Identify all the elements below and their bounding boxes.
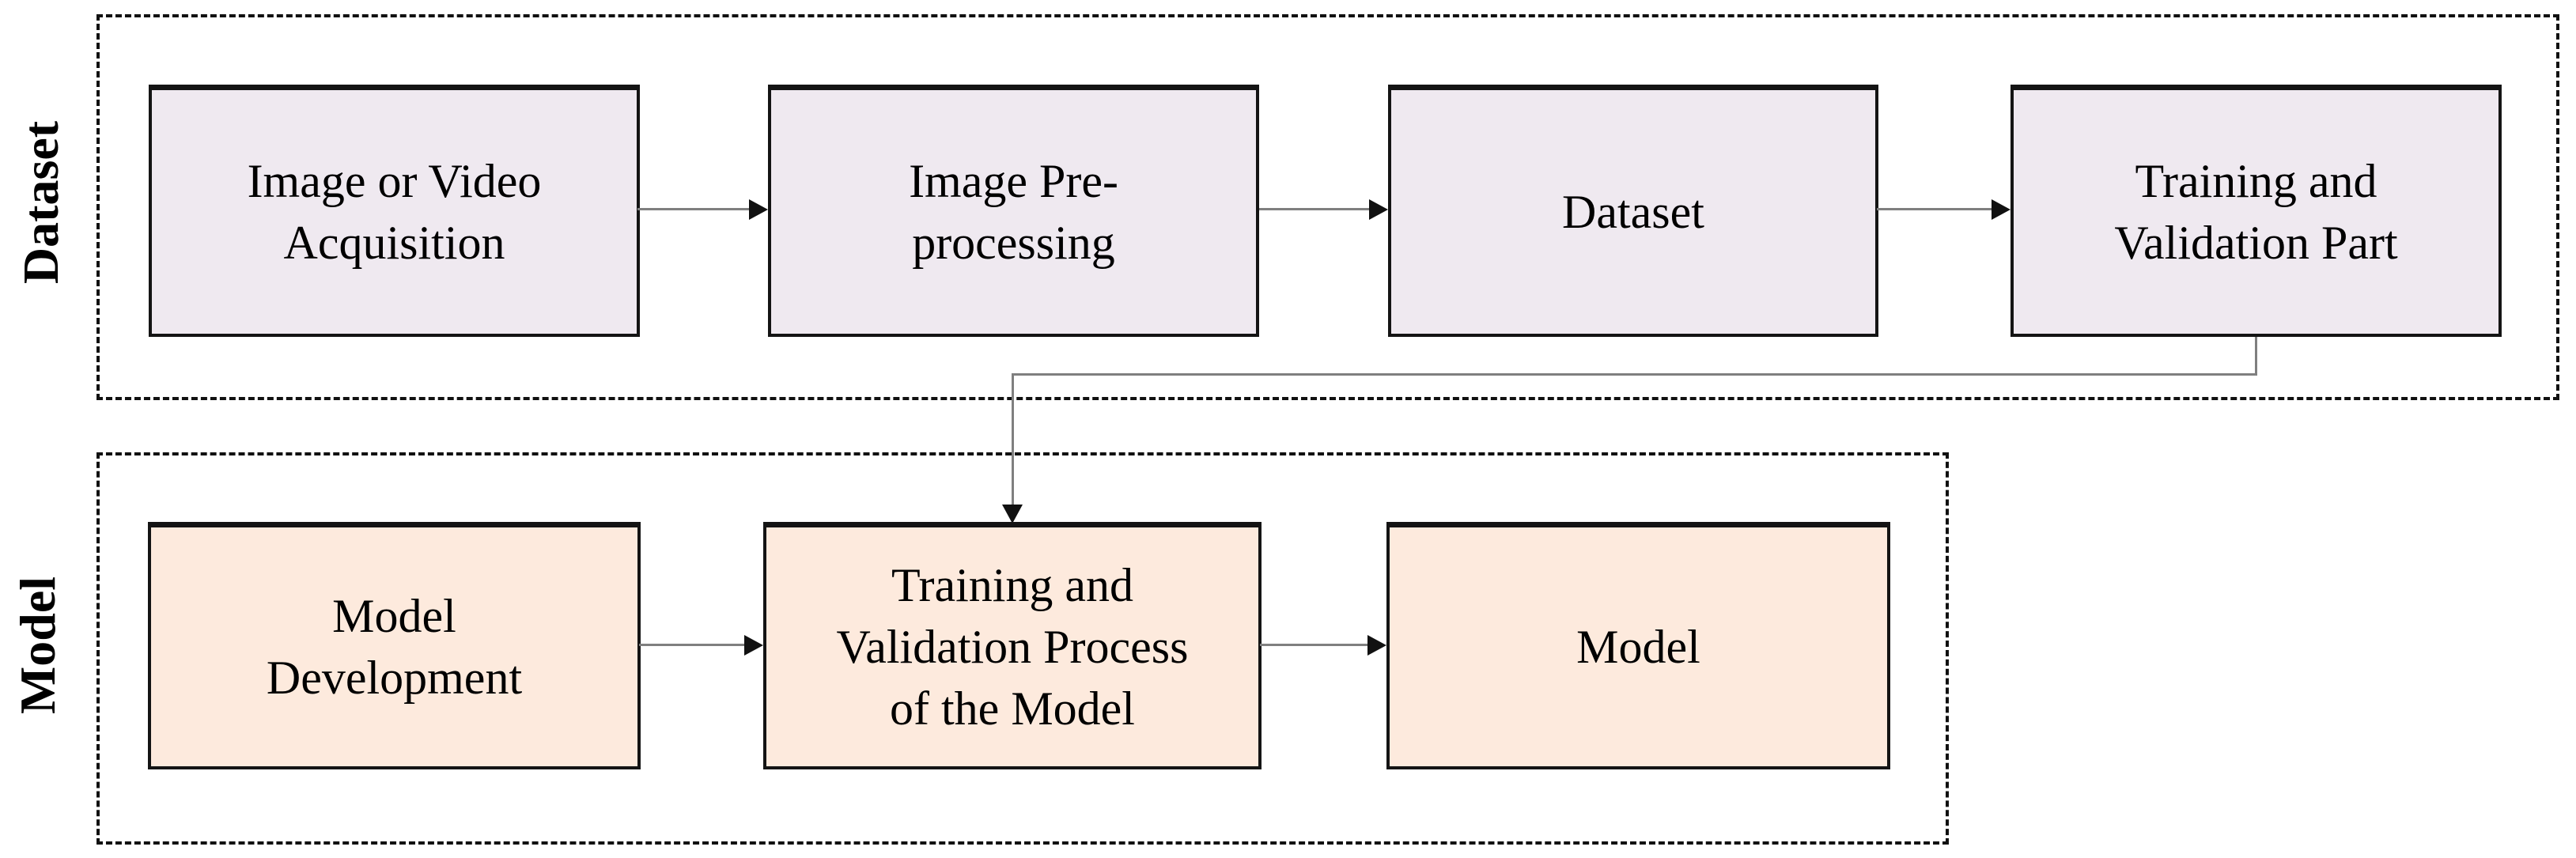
node-model: Model xyxy=(1386,522,1890,769)
flow-arrow-line xyxy=(1259,208,1371,210)
flow-arrow-line xyxy=(1877,208,1993,210)
node-label: Model Development xyxy=(266,590,523,704)
connector-line xyxy=(1012,373,1014,506)
arrow-right-icon xyxy=(1367,635,1386,656)
dataset-section-label: Dataset xyxy=(13,120,69,285)
node-dataset: Dataset xyxy=(1388,85,1878,337)
arrow-down-icon xyxy=(1002,505,1023,523)
node-label: Training and Validation Part xyxy=(2114,155,2398,269)
node-image-or-video-acquisition: Image or Video Acquisition xyxy=(149,85,640,337)
node-training-and-validation-process-of-the-model: Training and Validation Process of the M… xyxy=(763,522,1262,769)
node-training-and-validation-part: Training and Validation Part xyxy=(2010,85,2502,337)
flow-arrow-line xyxy=(637,208,751,210)
dataset-section-outline xyxy=(96,14,2559,400)
connector-line xyxy=(1012,373,2257,376)
flow-arrow-line xyxy=(1260,644,1369,646)
node-model-development: Model Development xyxy=(148,522,641,769)
node-label: Dataset xyxy=(1562,186,1704,238)
node-label: Image or Video Acquisition xyxy=(247,155,542,269)
arrow-right-icon xyxy=(1992,199,2010,220)
arrow-right-icon xyxy=(744,635,763,656)
flow-arrow-line xyxy=(639,644,746,646)
model-section-label: Model xyxy=(9,576,66,715)
node-label: Image Pre- processing xyxy=(909,155,1118,269)
arrow-right-icon xyxy=(749,199,768,220)
model-section-outline xyxy=(96,452,1949,845)
node-label: Model xyxy=(1576,621,1700,673)
connector-line xyxy=(2255,337,2257,376)
node-image-pre-processing: Image Pre- processing xyxy=(768,85,1259,337)
arrow-right-icon xyxy=(1369,199,1388,220)
node-label: Training and Validation Process of the M… xyxy=(836,559,1189,735)
